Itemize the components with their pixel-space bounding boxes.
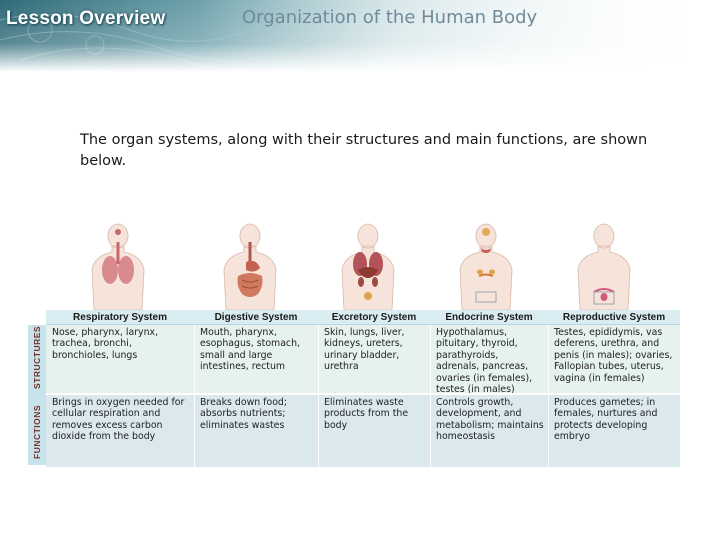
- respiratory-functions: Brings in oxygen needed for cellular res…: [46, 395, 194, 467]
- column-header-digestive: Digestive System: [194, 310, 318, 325]
- column-header-endocrine: Endocrine System: [430, 310, 548, 325]
- column-header-excretory: Excretory System: [318, 310, 430, 325]
- excretory-body-illustration: [341, 223, 395, 310]
- row-label-structures: STRUCTURES: [28, 325, 46, 393]
- page-title: Organization of the Human Body: [242, 7, 538, 28]
- column-header-reproductive: Reproductive System: [548, 310, 680, 325]
- column-divider: [318, 325, 319, 467]
- excretory-structures: Skin, lungs, liver, kidneys, ureters, ur…: [318, 325, 430, 393]
- endocrine-functions: Controls growth, development, and metabo…: [430, 395, 548, 467]
- column-divider: [548, 325, 549, 467]
- row-label-functions: FUNCTIONS: [28, 393, 46, 465]
- intro-text: The organ systems, along with their stru…: [80, 132, 648, 169]
- lesson-overview-label: Lesson Overview: [6, 8, 166, 29]
- column-header-respiratory: Respiratory System: [46, 310, 194, 325]
- row-divider: [46, 393, 680, 395]
- endocrine-structures: Hypothalamus, pituitary, thyroid, parath…: [430, 325, 548, 395]
- digestive-structures: Mouth, pharynx, esophagus, stomach, smal…: [194, 325, 318, 393]
- respiratory-structures: Nose, pharynx, larynx, trachea, bronchi,…: [46, 325, 194, 393]
- column-divider: [194, 325, 195, 467]
- respiratory-body-illustration: [91, 223, 145, 310]
- organ-systems-figure: STRUCTURES FUNCTIONS Respiratory System …: [28, 218, 680, 470]
- endocrine-body-illustration: [459, 223, 513, 310]
- reproductive-body-illustration: [577, 223, 631, 310]
- reproductive-structures: Testes, epididymis, vas deferens, urethr…: [548, 325, 680, 393]
- excretory-functions: Eliminates waste products from the body: [318, 395, 430, 467]
- digestive-body-illustration: [223, 223, 277, 310]
- digestive-functions: Breaks down food; absorbs nutrients; eli…: [194, 395, 318, 467]
- banner-decoration: [0, 0, 720, 72]
- reproductive-functions: Produces gametes; in females, nurtures a…: [548, 395, 680, 467]
- column-divider: [430, 325, 431, 467]
